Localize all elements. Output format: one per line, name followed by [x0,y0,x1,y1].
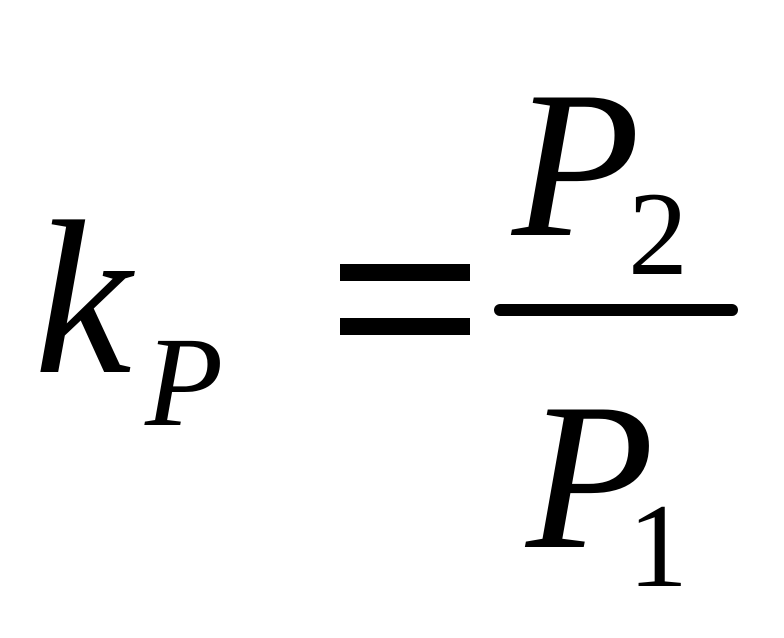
equals-sign-bottom-bar [340,318,470,335]
lhs-subscript-p: P [145,311,224,453]
denominator-symbol-p: P [526,361,655,593]
equals-sign-top-bar [340,264,470,281]
numerator-subscript-2: 2 [628,167,688,300]
lhs-symbol-k: k [34,176,132,420]
numerator-symbol-p: P [512,49,641,281]
fraction-bar [494,304,738,316]
denominator-subscript-1: 1 [628,479,688,612]
